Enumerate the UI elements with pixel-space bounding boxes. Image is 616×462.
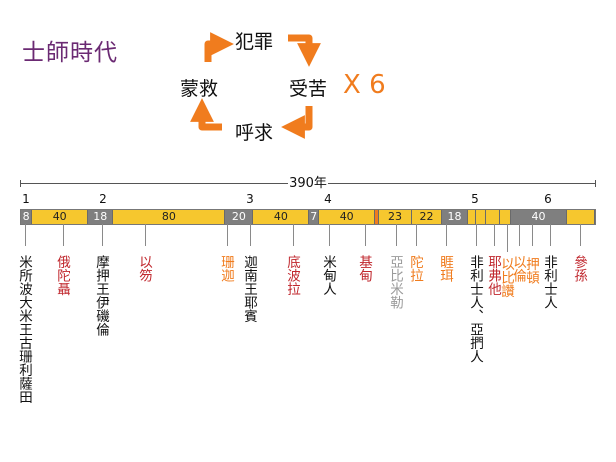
episode-number-3: 3: [246, 192, 254, 206]
label-judge-abdon: 押頓: [523, 257, 539, 284]
timeline-segment-2: 40: [32, 210, 89, 224]
repeat-count: X 6: [343, 70, 386, 100]
label-oppressor-philistine: 非利士人: [541, 255, 557, 309]
label-judge-othniel: 俄陀聶: [54, 255, 70, 296]
cycle-cry: 呼求: [235, 122, 274, 144]
cycle-deliver: 蒙救: [180, 78, 219, 100]
timeline-segment-3: 18: [88, 210, 114, 224]
label-abimelech: 亞比米勒: [387, 255, 403, 309]
leader-line: [329, 224, 330, 246]
leader-line: [227, 224, 228, 246]
label-judge-elon: 以倫: [510, 255, 526, 282]
leader-line: [446, 224, 447, 246]
leader-line: [519, 224, 520, 246]
label-judge-gideon: 基甸: [356, 255, 372, 282]
label-judge-tola: 陀拉: [407, 255, 423, 282]
cycle-arrow-bottom-left: [190, 98, 222, 131]
label-judge-deborah: 底波拉: [284, 255, 300, 296]
leader-line: [250, 224, 251, 246]
label-oppressor-mesopotamia: 米所波大米王古珊利薩田: [16, 255, 32, 404]
leader-line: [580, 224, 581, 246]
leader-line: [365, 224, 366, 246]
label-judge-samson: 參孫: [571, 255, 587, 282]
leader-line: [476, 224, 477, 246]
cycle-suffer: 受苦: [289, 78, 328, 100]
leader-line: [416, 224, 417, 246]
label-judge-jephthah: 耶弗他: [485, 255, 501, 296]
cycle-sin: 犯罪: [235, 31, 274, 53]
leader-line: [25, 224, 26, 246]
timeline-segment-9: [375, 210, 380, 224]
timeline-segment-5: 20: [225, 210, 254, 224]
episode-number-4: 4: [324, 192, 332, 206]
label-judge-shamgar: 珊迦: [218, 255, 234, 282]
label-oppressor-philistine-ammon: 非利士人、亞捫人: [467, 255, 483, 363]
cycle-arrow-right-bottom: [281, 106, 313, 139]
timeline-segment-13: [467, 210, 476, 224]
timeline-segment-12: 18: [442, 210, 468, 224]
leader-line: [102, 224, 103, 246]
episode-number-6: 6: [544, 192, 552, 206]
leader-line: [145, 224, 146, 246]
total-span-tick-left: [20, 180, 21, 187]
episode-number-1: 1: [22, 192, 30, 206]
label-judge-ehud: 以笏: [136, 255, 152, 282]
timeline-segment-17: 40: [511, 210, 567, 224]
page-title: 士師時代: [22, 40, 118, 66]
label-judge-jair: 睚珥: [437, 255, 453, 282]
leader-line: [63, 224, 64, 246]
cycle-arrow-top-right: [288, 34, 321, 67]
leader-line: [507, 224, 508, 252]
label-oppressor-midian: 米甸人: [320, 255, 336, 296]
timeline-segment-14: [476, 210, 486, 224]
cycle-arrow-left-top: [204, 32, 234, 62]
timeline-segment-1: 8: [21, 210, 33, 224]
timeline-segment-8: 40: [319, 210, 376, 224]
timeline-segment-10: 23: [379, 210, 412, 224]
timeline-segment-11: 22: [411, 210, 443, 224]
cycle-arrows: [190, 32, 321, 139]
timeline-bar-frame: [20, 209, 596, 225]
total-years-label: 390年: [288, 172, 328, 191]
episode-number-5: 5: [471, 192, 479, 206]
leader-line: [532, 224, 533, 246]
episode-number-2: 2: [99, 192, 107, 206]
label-oppressor-moab: 摩押王伊磯倫: [93, 255, 109, 336]
timeline-segment-18: [567, 210, 595, 224]
timeline-segment-4: 80: [113, 210, 226, 224]
timeline-segment-16: [499, 210, 511, 224]
leader-line: [550, 224, 551, 246]
timeline-segment-6: 40: [253, 210, 310, 224]
timeline-segment-15: [485, 210, 500, 224]
timeline-segment-7: 7: [309, 210, 320, 224]
leader-line: [396, 224, 397, 246]
leader-line: [494, 224, 495, 246]
total-span-tick-right: [595, 180, 596, 187]
label-judge-ibzan: 以比讚: [498, 257, 514, 298]
leader-line: [293, 224, 294, 246]
label-oppressor-canaan: 迦南王耶賓: [241, 255, 257, 323]
